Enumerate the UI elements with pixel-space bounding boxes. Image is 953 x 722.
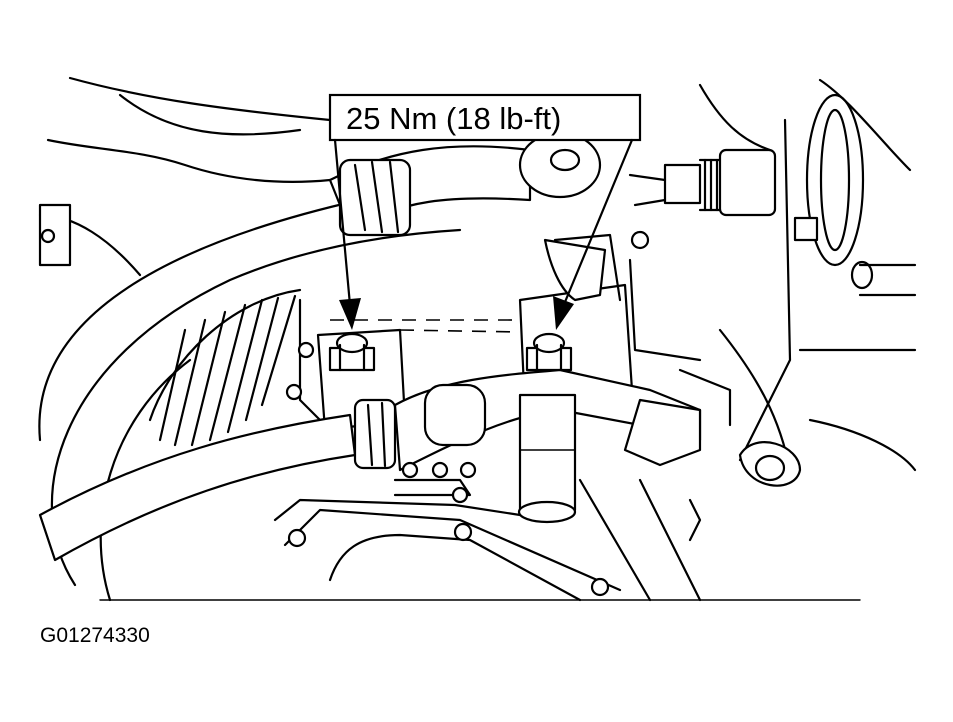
ribbed-boot: [148, 288, 302, 447]
torque-label: 25 Nm (18 lb-ft): [346, 101, 561, 136]
torque-callout: 25 Nm (18 lb-ft): [328, 93, 642, 330]
bolt-left: [328, 332, 376, 372]
threaded-fitting: [628, 148, 777, 217]
shift-shaft: [517, 393, 577, 524]
leader-arrow-right: [563, 138, 634, 304]
oil-pan: [273, 461, 702, 602]
arrowhead-right: [553, 296, 574, 330]
background-structure: [38, 76, 917, 602]
arrowhead-left: [339, 298, 361, 330]
figure-id-label: G01274330: [40, 624, 150, 647]
torque-bolts: [328, 332, 573, 372]
lower-hose: [38, 368, 732, 562]
upper-hose: [328, 131, 602, 237]
link-arm: [738, 216, 819, 487]
callout-box: [328, 93, 642, 142]
leader-arrow-left: [333, 138, 352, 307]
